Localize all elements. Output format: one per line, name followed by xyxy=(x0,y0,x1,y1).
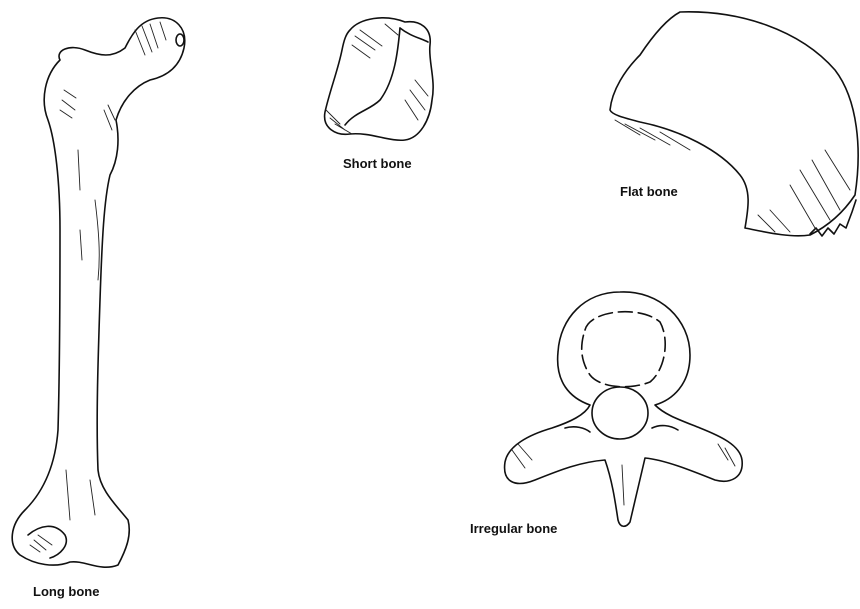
long-bone-label: Long bone xyxy=(33,584,99,599)
short-bone-label: Short bone xyxy=(343,156,412,171)
irregular-bone-label: Irregular bone xyxy=(470,521,557,536)
flat-bone-label: Flat bone xyxy=(620,184,678,199)
short-bone-drawing xyxy=(325,18,434,140)
flat-bone-drawing xyxy=(610,12,858,236)
long-bone-drawing xyxy=(12,18,185,567)
irregular-bone-drawing xyxy=(505,292,743,526)
